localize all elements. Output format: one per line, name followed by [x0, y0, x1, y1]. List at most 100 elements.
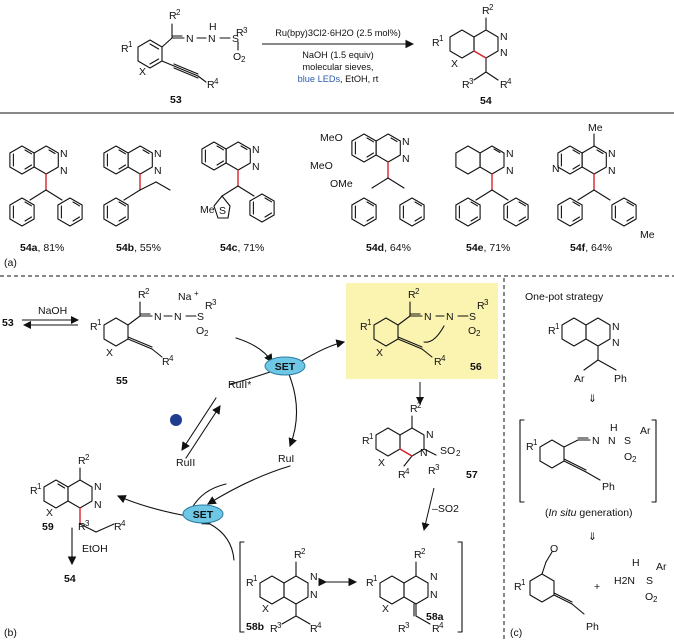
svg-text:S: S — [197, 311, 204, 323]
svg-text:R: R — [398, 469, 406, 481]
set-badge-lower — [182, 504, 224, 524]
svg-text:1: 1 — [97, 318, 102, 327]
svg-text:R: R — [462, 79, 470, 91]
svg-text:X: X — [46, 507, 53, 519]
svg-text:N: N — [552, 163, 560, 175]
me-label-54f: Me — [588, 122, 603, 134]
svg-text:N: N — [94, 499, 102, 511]
svg-text:1: 1 — [521, 578, 526, 587]
mech-start-53: 53 — [2, 317, 14, 329]
svg-text:1: 1 — [128, 40, 133, 49]
svg-text:1: 1 — [37, 482, 42, 491]
svg-text:N: N — [592, 435, 600, 447]
svg-text:N: N — [424, 311, 432, 323]
svg-text:R: R — [408, 289, 416, 301]
svg-text:O: O — [196, 325, 204, 337]
ru-i: RuI — [278, 453, 294, 465]
svg-text:N: N — [608, 435, 616, 447]
svg-text:N: N — [506, 148, 514, 160]
light-bulb-icon — [170, 414, 182, 426]
set-badge-upper — [264, 356, 306, 376]
svg-text:N: N — [94, 481, 102, 493]
nh-label: H — [632, 557, 640, 569]
svg-text:N: N — [252, 144, 260, 156]
svg-text:1: 1 — [555, 322, 560, 331]
svg-text:3: 3 — [85, 519, 90, 528]
product-54c — [202, 142, 275, 223]
svg-text:R: R — [30, 485, 38, 497]
svg-text:N: N — [310, 589, 318, 601]
intermediate-56-highlight — [346, 283, 498, 379]
svg-text:X: X — [139, 66, 146, 78]
one-pot-product — [561, 317, 617, 371]
svg-text:3: 3 — [405, 621, 410, 630]
svg-text:+: + — [194, 289, 199, 298]
label-58b: 58b — [246, 621, 264, 633]
svg-text:R: R — [162, 356, 170, 368]
svg-text:1: 1 — [533, 438, 538, 447]
svg-text:2: 2 — [241, 55, 246, 64]
svg-text:R: R — [526, 441, 534, 453]
svg-text:N: N — [430, 589, 438, 601]
substrate-53 — [137, 23, 239, 83]
svg-text:2: 2 — [415, 287, 420, 296]
svg-text:S: S — [232, 33, 239, 45]
set-upper-label: SET — [275, 361, 296, 373]
svg-text:N: N — [402, 136, 410, 148]
product-54 — [449, 17, 499, 81]
yield-54e: 54e, 71% — [466, 242, 510, 254]
svg-text:2: 2 — [85, 453, 90, 462]
svg-text:R: R — [500, 79, 508, 91]
me-label-54f-tolyl: Me — [640, 229, 655, 241]
svg-text:N: N — [612, 321, 620, 333]
product-54e — [455, 145, 529, 227]
intermediate-57 — [375, 415, 437, 467]
svg-text:2: 2 — [456, 449, 461, 458]
svg-text:R: R — [90, 321, 98, 333]
svg-text:R: R — [434, 356, 442, 368]
svg-text:N: N — [154, 311, 162, 323]
svg-text:X: X — [106, 347, 113, 359]
meo-label-2: MeO — [310, 160, 333, 172]
svg-text:N: N — [612, 337, 620, 349]
svg-text:R: R — [410, 403, 418, 415]
svg-text:X: X — [451, 58, 458, 70]
condition-catalyst: Ru(bpy)3Cl2·6H2O (2.5 mol%) — [275, 28, 401, 38]
panel-label-c: (c) — [510, 627, 522, 639]
svg-text:N: N — [60, 165, 68, 177]
svg-text:4: 4 — [169, 354, 174, 363]
in-situ-label: (In situ generation) — [545, 507, 633, 519]
svg-text:O: O — [550, 543, 558, 555]
svg-text:SO: SO — [440, 445, 455, 457]
ph-label-3: Ph — [586, 621, 599, 633]
ar-label-2: Ar — [640, 425, 651, 437]
svg-text:2: 2 — [417, 401, 422, 410]
svg-text:⇓: ⇓ — [588, 393, 597, 405]
svg-text:4: 4 — [405, 467, 410, 476]
svg-text:S: S — [646, 575, 653, 587]
svg-text:3: 3 — [469, 77, 474, 86]
me-label-54c: Me — [200, 204, 215, 216]
svg-text:N: N — [186, 33, 194, 45]
svg-text:R: R — [428, 465, 436, 477]
product-54d — [351, 134, 425, 227]
svg-text:O: O — [468, 325, 476, 337]
ru-ii: RuII — [176, 457, 195, 469]
svg-text:2: 2 — [176, 8, 181, 17]
svg-text:R: R — [138, 289, 146, 301]
intermediates-58 — [239, 541, 463, 633]
product-54b — [103, 146, 171, 227]
yield-54f: 54f, 64% — [570, 242, 612, 254]
svg-text:R: R — [477, 300, 485, 312]
svg-text:R: R — [548, 325, 556, 337]
svg-text:R: R — [414, 549, 422, 561]
svg-text:R: R — [310, 623, 318, 635]
svg-text:N: N — [446, 311, 454, 323]
ar-label-3: Ar — [656, 561, 667, 573]
svg-text:N: N — [402, 153, 410, 165]
svg-text:O: O — [624, 451, 632, 463]
svg-text:4: 4 — [121, 519, 126, 528]
svg-text:1: 1 — [439, 34, 444, 43]
meo-label: MeO — [320, 132, 343, 144]
